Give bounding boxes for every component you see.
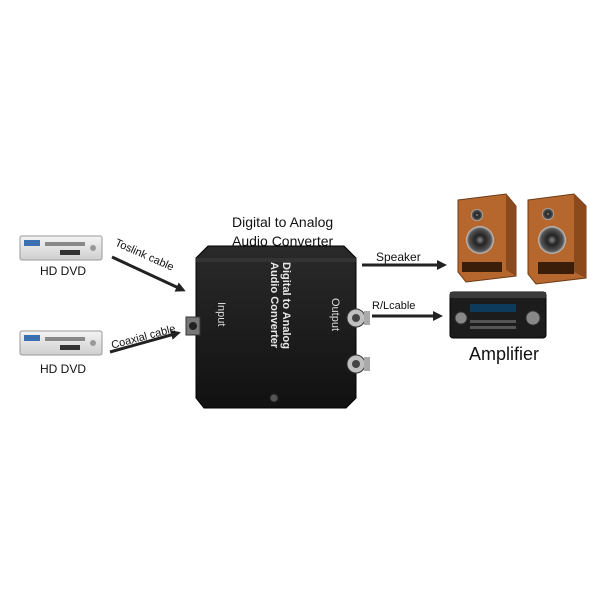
input-port-label: Input	[215, 302, 227, 327]
device-label-line-2: Audio Converter	[268, 262, 280, 349]
diagram-title: Digital to Analog Audio Converter	[232, 213, 333, 251]
amplifier-label: Amplifier	[469, 344, 540, 364]
dvd-player-icon	[19, 330, 103, 356]
source-label: HD DVD	[40, 264, 87, 278]
converter-device	[185, 245, 370, 409]
speaker-cable-label: Speaker	[376, 250, 421, 264]
speaker-icon	[457, 193, 517, 283]
title-line-1: Digital to Analog	[232, 214, 334, 230]
title-line-2: Audio Converter	[232, 233, 334, 249]
arrow-icon	[109, 330, 181, 354]
device-label: Digital to Analog Audio Converter	[268, 262, 292, 349]
amp-cable-label: R/Lcable	[372, 300, 416, 312]
speaker-icon	[527, 193, 587, 285]
device-label-line-1: Digital to Analog	[280, 262, 292, 349]
arrow-icon	[111, 255, 186, 292]
output-port-label: Output	[329, 298, 341, 332]
amplifier-icon	[449, 291, 547, 339]
dvd-player-icon	[19, 235, 103, 261]
source-label: HD DVD	[40, 362, 87, 376]
